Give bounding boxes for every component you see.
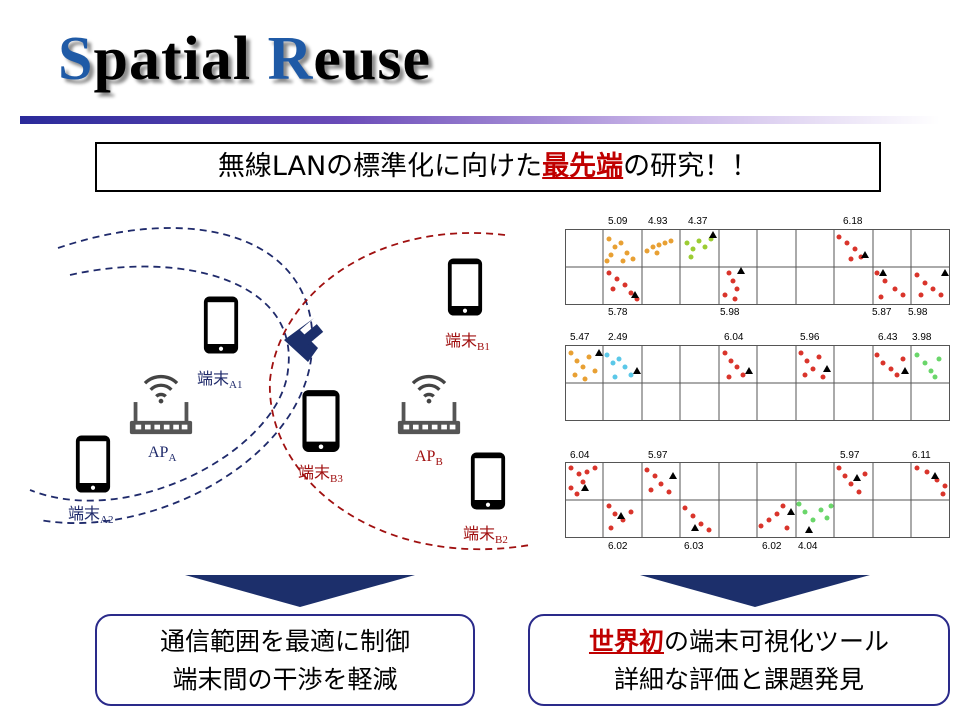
viz-p2-label-2: 2.49	[608, 332, 628, 343]
viz-p2-label-4: 5.96	[800, 332, 820, 343]
right-summary-line-1: の端末可視化ツール	[664, 627, 890, 656]
left-summary-line-2: 端末間の干渉を軽減	[172, 665, 398, 694]
viz-p3-label-3: 5.97	[840, 450, 860, 461]
viz-panel-3	[565, 462, 950, 538]
terminal-a2-label: 端末A2	[68, 506, 114, 527]
viz-p3-label-7: 6.02	[762, 541, 782, 552]
viz-p1-label-2: 4.93	[648, 216, 668, 227]
terminal-a1-label: 端末A1	[197, 371, 243, 392]
subtitle-highlight: 最先端	[542, 151, 624, 182]
viz-p3-label-8: 4.04	[798, 541, 818, 552]
right-down-arrow	[640, 575, 870, 607]
right-summary-line-2: 詳細な評価と課題発見	[613, 665, 864, 694]
left-down-arrow	[185, 575, 415, 607]
viz-p2-label-3: 6.04	[724, 332, 744, 343]
viz-p1-label-3: 4.37	[688, 216, 708, 227]
viz-panel-1	[565, 229, 950, 305]
terminal-b2-label: 端末B2	[463, 526, 508, 547]
terminal-b3-label: 端末B3	[298, 465, 343, 486]
ap-b-label: APB	[415, 448, 443, 469]
terminal-visualization: 5.09 4.93 4.37 6.18 5.78 5.98 5.87 5.98 …	[560, 212, 955, 562]
left-summary-box: 通信範囲を最適に制御 端末間の干渉を軽減	[95, 614, 475, 706]
right-summary-box: 世界初の端末可視化ツール 詳細な評価と課題発見	[528, 614, 950, 706]
viz-p3-label-1: 6.04	[570, 450, 590, 461]
viz-p1-label-5: 5.78	[608, 307, 628, 318]
viz-panel-2	[565, 345, 950, 421]
viz-p3-label-5: 6.02	[608, 541, 628, 552]
subtitle-post: の研究！！	[623, 151, 759, 182]
viz-p1-label-4: 6.18	[843, 216, 863, 227]
left-summary-line-1: 通信範囲を最適に制御	[159, 627, 410, 656]
ap-a-label: APA	[148, 444, 177, 465]
viz-p1-label-1: 5.09	[608, 216, 628, 227]
subtitle-pre: 無線LANの標準化に向けた	[217, 151, 543, 182]
terminal-b1-label: 端末B1	[445, 333, 490, 354]
viz-p3-label-6: 6.03	[684, 541, 704, 552]
page-title: Spatial Reuse	[58, 25, 432, 93]
viz-p3-label-4: 6.11	[912, 450, 931, 461]
viz-p2-label-5: 6.43	[878, 332, 898, 343]
viz-p1-label-6: 5.98	[720, 307, 740, 318]
viz-p2-label-6: 3.98	[912, 332, 932, 343]
viz-p2-label-1: 5.47	[570, 332, 590, 343]
title-underline	[20, 116, 940, 124]
viz-p3-label-2: 5.97	[648, 450, 668, 461]
right-summary-highlight: 世界初	[588, 627, 664, 656]
subtitle-box: 無線LANの標準化に向けた最先端の研究！！	[95, 142, 881, 192]
viz-p1-label-7: 5.87	[872, 307, 892, 318]
coverage-arcs	[29, 227, 531, 551]
viz-p1-label-8: 5.98	[908, 307, 928, 318]
network-diagram: 端末A1 端末A2 APA 端末B1 端末B3 APB 端末B2	[0, 200, 550, 570]
